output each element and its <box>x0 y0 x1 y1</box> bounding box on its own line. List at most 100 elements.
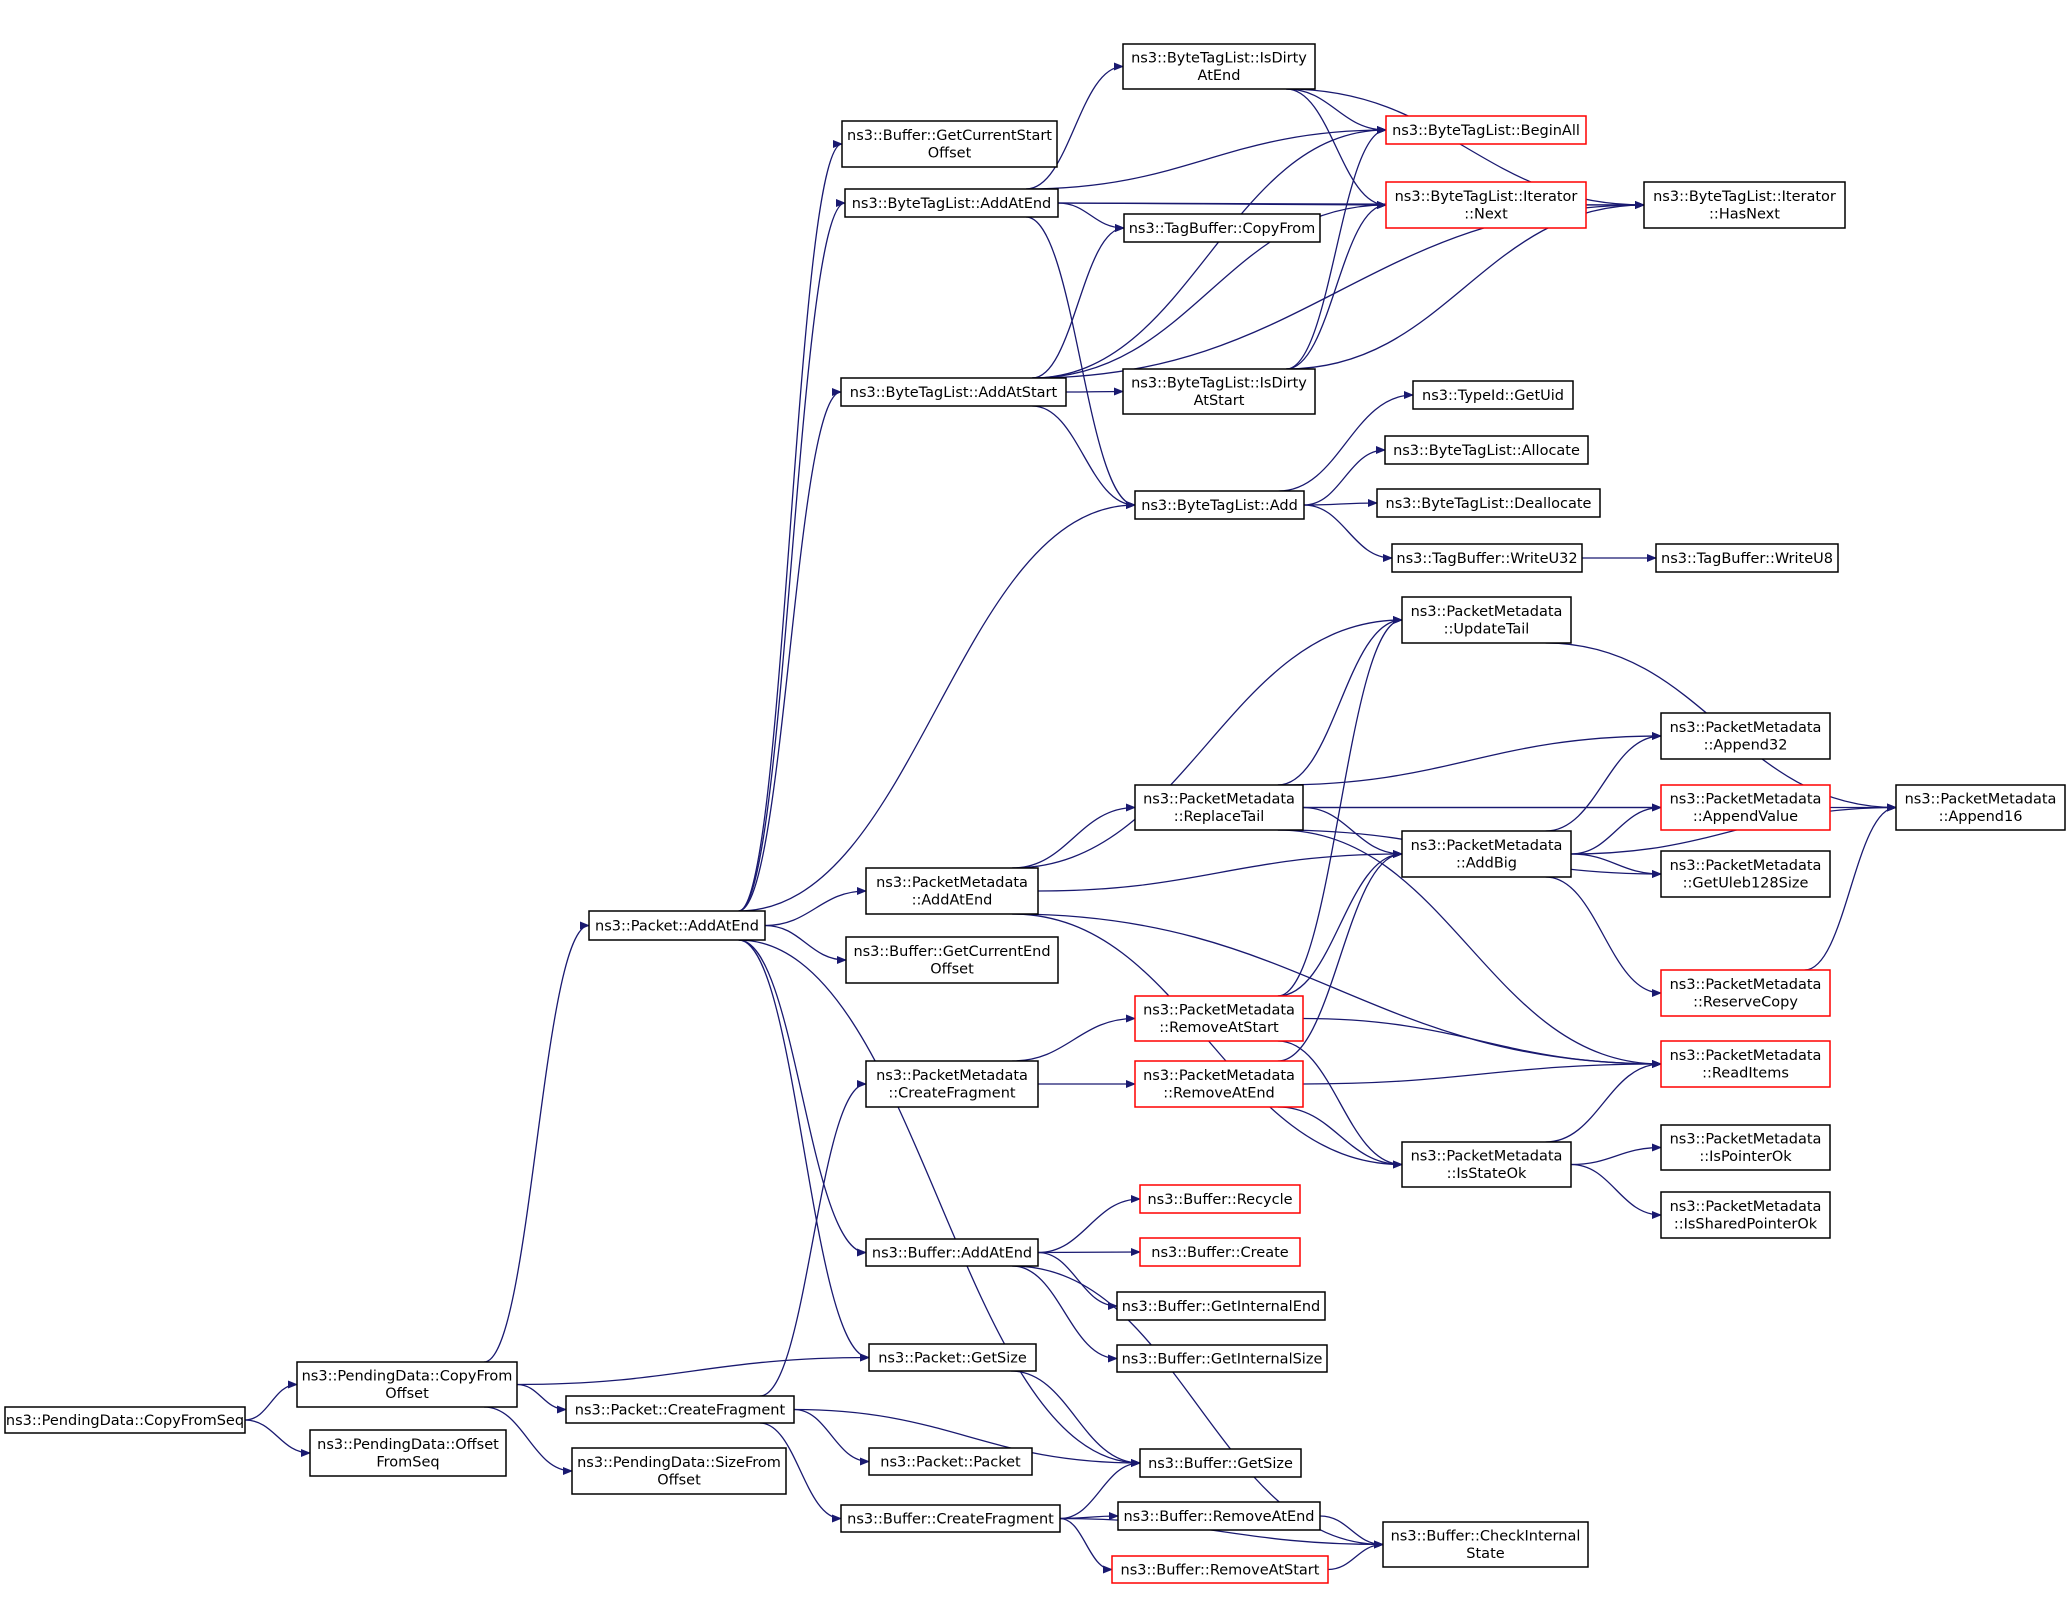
node-box <box>841 120 1058 168</box>
node-pm_createfragment[interactable]: ns3::PacketMetadata::CreateFragment <box>865 1060 1039 1108</box>
edge-btl_addatstart-to-btl_add <box>1032 405 1136 509</box>
edge-pm_isstateok-to-pm_issharedpointerok <box>1570 1163 1662 1219</box>
edge-btl_addatend-to-tb_copyfrom <box>1057 202 1125 232</box>
node-box <box>1660 712 1831 760</box>
node-label: ::Append16 <box>1939 809 2023 825</box>
node-buf_create[interactable]: ns3::Buffer::Create <box>1139 1237 1301 1267</box>
node-label: ::CreateFragment <box>888 1086 1016 1102</box>
node-typeid_getuid[interactable]: ns3::TypeId::GetUid <box>1412 380 1574 410</box>
edge-btl_addatstart-to-btl_iter_next <box>1032 201 1387 379</box>
node-label: ns3::PacketMetadata <box>1670 1048 1822 1064</box>
node-pm_addbig[interactable]: ns3::PacketMetadata::AddBig <box>1401 830 1572 878</box>
node-label: ns3::Buffer::Recycle <box>1147 1192 1292 1208</box>
node-buf_removeatend[interactable]: ns3::Buffer::RemoveAtEnd <box>1117 1501 1321 1531</box>
edge-pm_removeatend-to-pm_readitems <box>1302 1060 1662 1085</box>
node-label: ns3::PacketMetadata <box>1670 720 1822 736</box>
edge-pkt_addatend-to-buf_getcurrentendoffset <box>764 924 847 964</box>
node-btl_iter_next[interactable]: ns3::ByteTagList::Iterator::Next <box>1385 181 1587 229</box>
edges-layer <box>244 62 1897 1574</box>
node-box <box>865 1238 1039 1267</box>
node-label: ns3::PendingData::Offset <box>317 1437 499 1453</box>
edge-btl_addatend-to-btl_add <box>1026 216 1136 509</box>
node-box <box>309 1429 507 1477</box>
edge-btl_add-to-btl_deallocate <box>1303 499 1378 508</box>
edge-pm_addatend-to-pm_updatetail <box>1012 616 1403 869</box>
node-pm_readitems[interactable]: ns3::PacketMetadata::ReadItems <box>1660 1040 1831 1088</box>
node-label: ::RemoveAtEnd <box>1163 1086 1275 1102</box>
node-pkt_createfragment[interactable]: ns3::Packet::CreateFragment <box>565 1395 795 1424</box>
node-btl_deallocate[interactable]: ns3::ByteTagList::Deallocate <box>1376 488 1601 518</box>
node-buf_createfragment[interactable]: ns3::Buffer::CreateFragment <box>840 1504 1061 1533</box>
node-pm_append32[interactable]: ns3::PacketMetadata::Append32 <box>1660 712 1831 760</box>
edge-btl_addatstart-to-btl_beginall <box>1032 126 1387 379</box>
node-pm_replacetail[interactable]: ns3::PacketMetadata::ReplaceTail <box>1134 784 1304 831</box>
node-box <box>1134 490 1305 520</box>
node-box <box>868 1447 1033 1476</box>
node-box <box>1111 1555 1329 1584</box>
node-box <box>844 188 1059 218</box>
node-pkt_getsize[interactable]: ns3::Packet::GetSize <box>868 1343 1037 1372</box>
node-buf_removeatstart[interactable]: ns3::Buffer::RemoveAtStart <box>1111 1555 1329 1584</box>
node-tb_copyfrom[interactable]: ns3::TagBuffer::CopyFrom <box>1123 213 1321 243</box>
node-tb_writeu32[interactable]: ns3::TagBuffer::WriteU32 <box>1391 543 1583 573</box>
edge-btl_add-to-btl_allocate <box>1303 446 1386 506</box>
node-pkt_addatend[interactable]: ns3::Packet::AddAtEnd <box>588 910 766 941</box>
node-btl_add[interactable]: ns3::ByteTagList::Add <box>1134 490 1305 520</box>
node-buf_recycle[interactable]: ns3::Buffer::Recycle <box>1139 1184 1301 1214</box>
edge-buf_createfragment-to-buf_getsize <box>1059 1459 1141 1520</box>
node-label: ::IsPointerOk <box>1699 1149 1792 1165</box>
node-label: Offset <box>928 146 972 162</box>
node-pm_getuleb128size[interactable]: ns3::PacketMetadata::GetUleb128Size <box>1660 850 1831 898</box>
node-pm_isstateok[interactable]: ns3::PacketMetadata::IsStateOk <box>1401 1141 1572 1188</box>
node-pm_updatetail[interactable]: ns3::PacketMetadata::UpdateTail <box>1401 596 1572 644</box>
edge-btl_addatstart-to-tb_copyfrom <box>1032 224 1125 379</box>
node-label: ::ReplaceTail <box>1174 809 1265 825</box>
edge-buf_addatend-to-buf_recycle <box>1037 1195 1141 1254</box>
node-pm_reservecopy[interactable]: ns3::PacketMetadata::ReserveCopy <box>1660 969 1831 1017</box>
edge-pkt_addatend-to-buf_addatend <box>738 939 867 1257</box>
node-label: ns3::PacketMetadata <box>1670 977 1822 993</box>
node-btl_addatend[interactable]: ns3::ByteTagList::AddAtEnd <box>844 188 1059 218</box>
node-btl_iter_hasnext[interactable]: ns3::ByteTagList::Iterator::HasNext <box>1643 181 1846 229</box>
edge-pkt_addatend-to-pm_addatend <box>764 887 867 927</box>
node-pkt_packet[interactable]: ns3::Packet::Packet <box>868 1447 1033 1476</box>
node-pm_append16[interactable]: ns3::PacketMetadata::Append16 <box>1895 784 2066 831</box>
edge-btl_isdirtyatstart-to-btl_iter_next <box>1286 201 1387 370</box>
node-buf_getinternalend[interactable]: ns3::Buffer::GetInternalEnd <box>1116 1291 1326 1321</box>
node-label: ::ReadItems <box>1702 1066 1789 1082</box>
node-pm_removeatstart[interactable]: ns3::PacketMetadata::RemoveAtStart <box>1134 995 1304 1042</box>
node-label: ns3::ByteTagList::Iterator <box>1653 189 1836 205</box>
node-pm_appendvalue[interactable]: ns3::PacketMetadata::AppendValue <box>1660 784 1831 831</box>
node-box <box>1401 830 1572 878</box>
node-pm_addatend[interactable]: ns3::PacketMetadata::AddAtEnd <box>865 867 1039 915</box>
node-box <box>1139 1448 1302 1478</box>
edge-pm_removeatend-to-pm_isstateok <box>1277 1106 1403 1169</box>
node-pm_removeatend[interactable]: ns3::PacketMetadata::RemoveAtEnd <box>1134 1060 1304 1108</box>
node-pm_issharedpointerok[interactable]: ns3::PacketMetadata::IsSharedPointerOk <box>1660 1191 1831 1239</box>
node-box <box>1660 850 1831 898</box>
node-label: ::AddAtEnd <box>912 893 993 909</box>
node-buf_getinternalsize[interactable]: ns3::Buffer::GetInternalSize <box>1116 1344 1328 1373</box>
node-label: ns3::PacketMetadata <box>1143 1068 1295 1084</box>
node-label: ns3::ByteTagList::IsDirty <box>1131 51 1307 67</box>
node-root[interactable]: ns3::PendingData::CopyFromSeq <box>4 1406 246 1434</box>
node-tb_writeu8[interactable]: ns3::TagBuffer::WriteU8 <box>1655 543 1839 573</box>
node-btl_allocate[interactable]: ns3::ByteTagList::Allocate <box>1384 435 1589 465</box>
node-label: Offset <box>657 1473 701 1489</box>
node-btl_beginall[interactable]: ns3::ByteTagList::BeginAll <box>1385 115 1587 145</box>
node-btl_addatstart[interactable]: ns3::ByteTagList::AddAtStart <box>840 377 1067 407</box>
node-pm_ispointerok[interactable]: ns3::PacketMetadata::IsPointerOk <box>1660 1124 1831 1171</box>
edge-pm_addbig-to-pm_getuleb128size <box>1570 853 1662 878</box>
node-buf_addatend[interactable]: ns3::Buffer::AddAtEnd <box>865 1238 1039 1267</box>
node-buf_getsize[interactable]: ns3::Buffer::GetSize <box>1139 1448 1302 1478</box>
node-box <box>1134 995 1304 1042</box>
edge-pkt_createfragment-to-buf_createfragment <box>759 1422 842 1523</box>
